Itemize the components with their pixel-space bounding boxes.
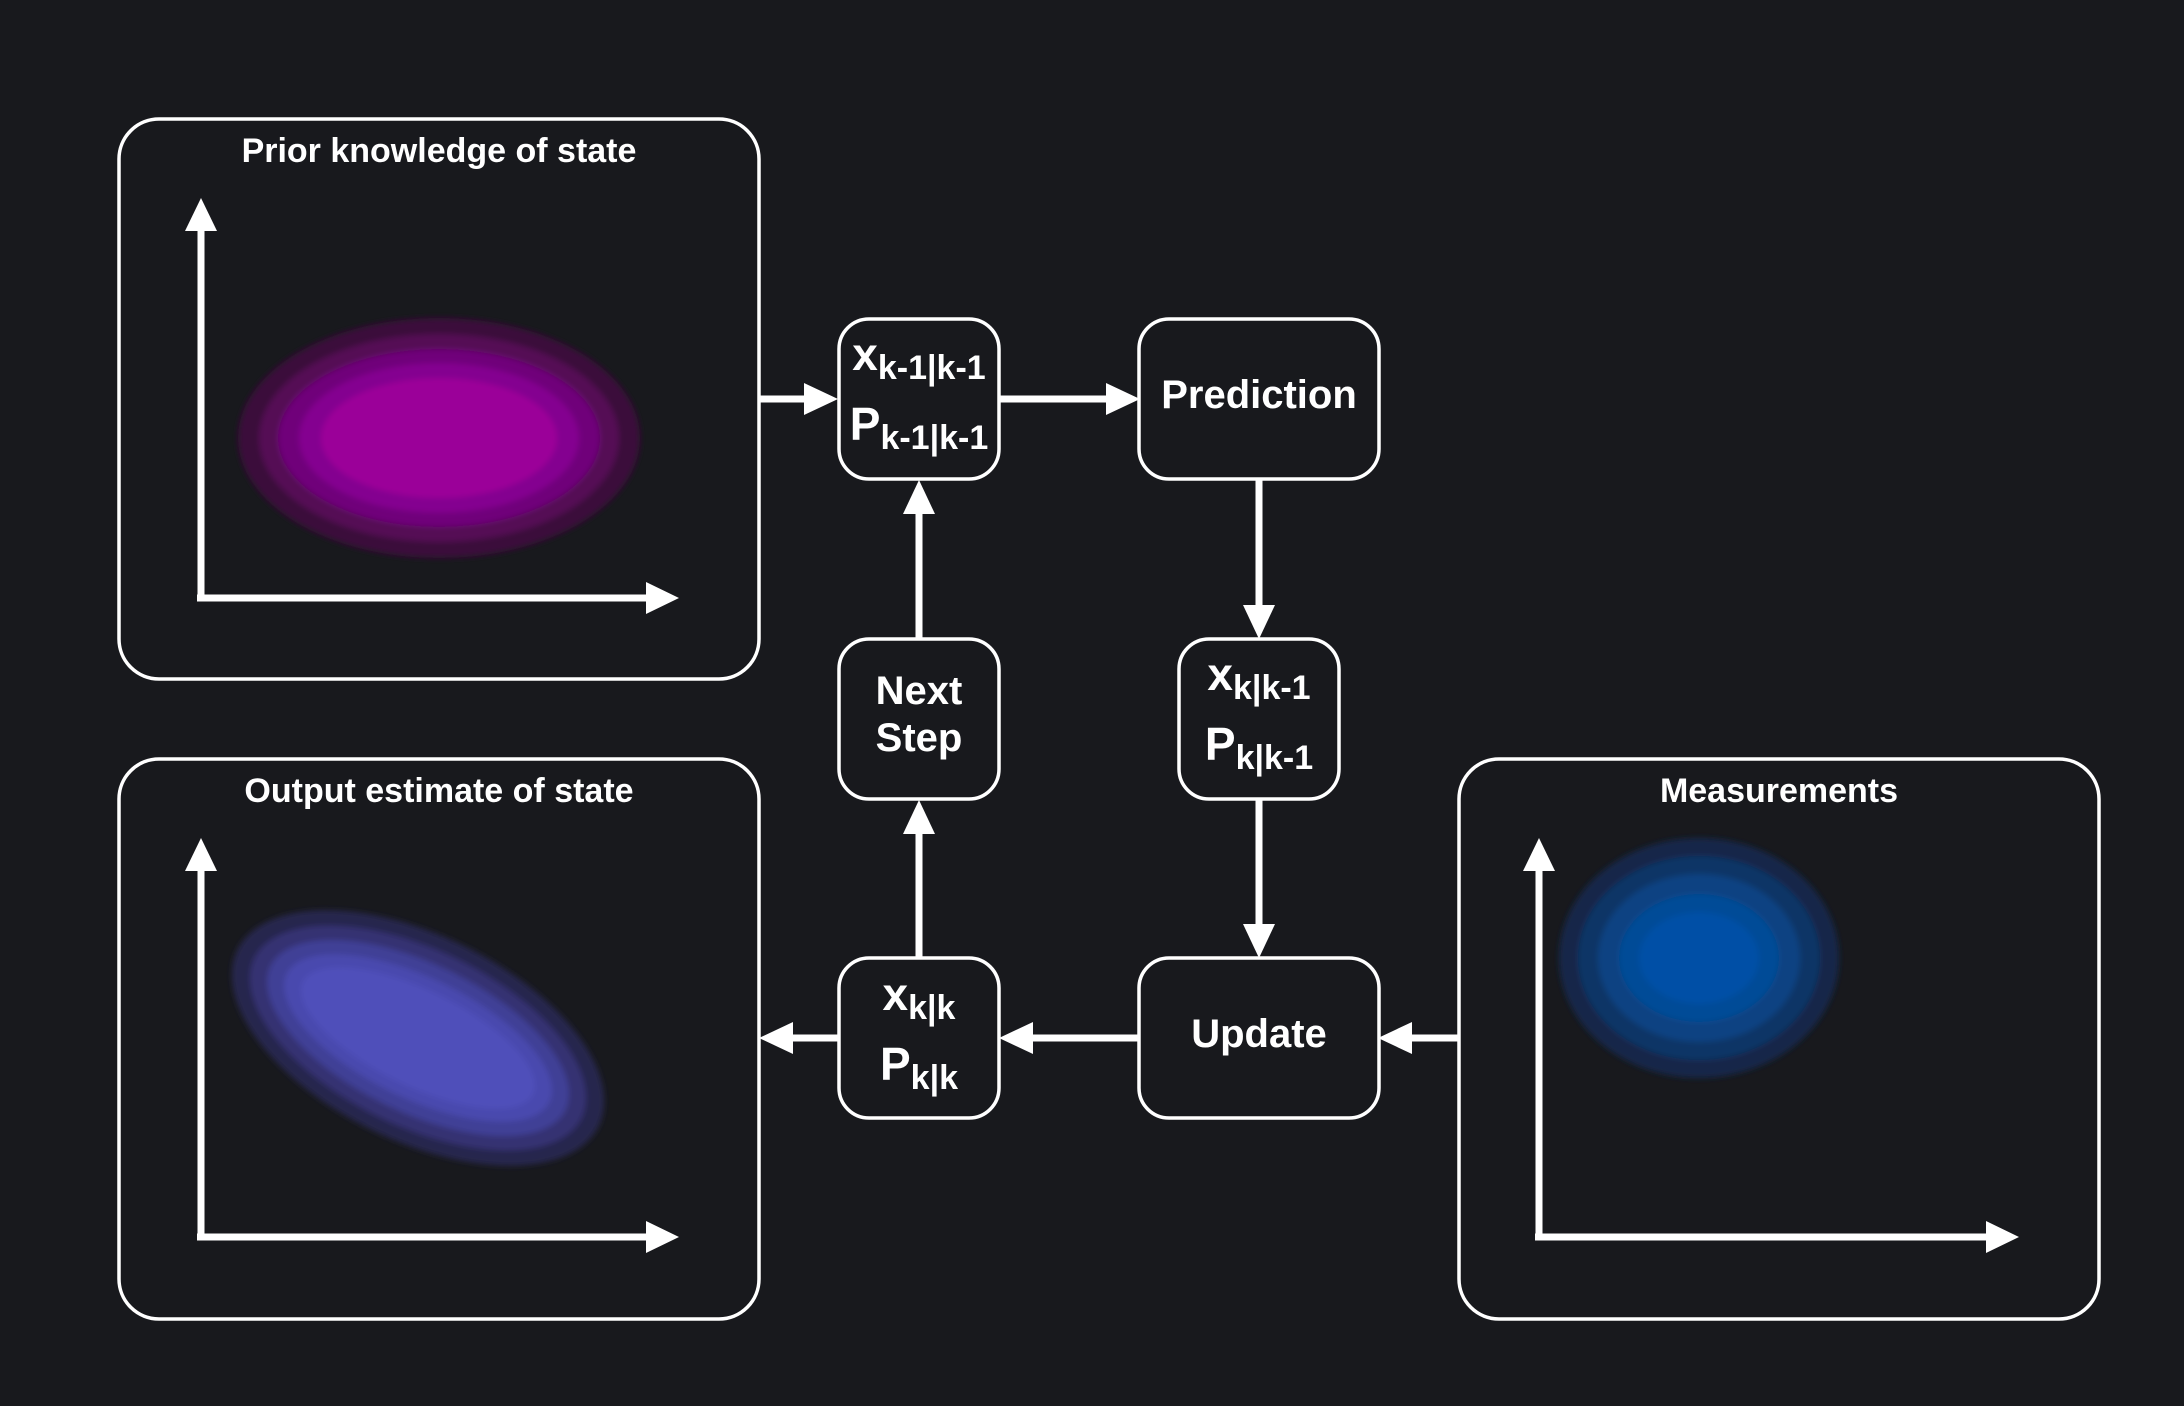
prev-state-x-symbol: x [852,328,878,380]
measurements-y-axis-arrowhead [1523,838,1555,871]
arrowhead-next-step-to-prev-state [903,480,935,514]
update-box: Update [1137,956,1381,1120]
prediction-frame [1137,317,1381,481]
measurements-panel: Measurements [1457,757,2101,1321]
prev-state-p-label: Pk-1|k-1 [850,398,988,457]
output-estimate-panel: Output estimate of state [117,757,761,1321]
curr-state-x-label: xk|k [883,968,956,1027]
curr-state-p-subscript: k|k [911,1059,958,1097]
prev-state-p-symbol: P [850,398,881,450]
pred-state-p-label: Pk|k-1 [1205,718,1313,777]
curr-state-x-symbol: x [883,968,909,1020]
pred-state-x-symbol: x [1207,648,1233,700]
pred-state-p-symbol: P [1205,718,1236,770]
pred-state-x-label: xk|k-1 [1207,648,1310,707]
prior-axes [185,198,679,614]
arrowhead-measurements-to-update [1378,1022,1412,1054]
pred-state-box: xk|k-1 Pk|k-1 [1177,637,1341,801]
curr-state-p-label: Pk|k [880,1038,958,1097]
arrowhead-prev-state-to-prediction [1106,383,1140,415]
prev-state-x-label: xk-1|k-1 [852,328,985,387]
arrowhead-pred-state-to-update [1243,924,1275,958]
prior-y-axis-arrowhead [185,198,217,231]
prev-state-frame [837,317,1001,481]
prior-panel-title: Prior knowledge of state [242,132,637,170]
arrowhead-prediction-to-pred-state [1243,605,1275,639]
next-step-label-line2: Step [876,716,963,760]
prev-state-p-subscript: k-1|k-1 [880,419,988,457]
measurement-distribution-blob [1559,838,1839,1078]
update-label: Update [1191,1012,1327,1056]
output-distribution-blob [231,910,605,1166]
next-step-label-line1: Next [876,669,963,713]
prediction-box: Prediction [1137,317,1381,481]
prediction-label: Prediction [1161,373,1357,417]
prev-state-x-subscript: k-1|k-1 [878,349,986,387]
next-step-frame [837,637,1001,801]
flow-arrows [759,383,1458,1054]
prev-state-box: xk-1|k-1 Pk-1|k-1 [837,317,1001,481]
measurements-axes [1523,838,2019,1253]
output-axes [185,838,679,1253]
prior-x-axis-arrowhead [646,582,679,614]
update-frame [1137,956,1381,1120]
output-y-axis-arrowhead [185,838,217,871]
curr-state-x-subscript: k|k [908,989,955,1027]
pred-state-x-subscript: k|k-1 [1233,669,1311,707]
curr-state-frame [837,956,1001,1120]
prior-distribution-blob [238,318,640,558]
arrowhead-update-to-curr-state [999,1022,1033,1054]
output-panel-title: Output estimate of state [244,772,633,810]
arrowhead-prior-to-prev-state [804,383,838,415]
prior-knowledge-panel: Prior knowledge of state [117,117,761,681]
next-step-box: Next Step [837,637,1001,801]
arrowhead-curr-state-to-next-step [903,800,935,834]
pred-state-frame [1177,637,1341,801]
curr-state-p-symbol: P [880,1038,911,1090]
arrowhead-curr-state-to-output [759,1022,793,1054]
output-x-axis-arrowhead [646,1221,679,1253]
measurements-panel-title: Measurements [1660,772,1898,810]
measurements-x-axis-arrowhead [1986,1221,2019,1253]
curr-state-box: xk|k Pk|k [837,956,1001,1120]
pred-state-p-subscript: k|k-1 [1236,739,1314,777]
